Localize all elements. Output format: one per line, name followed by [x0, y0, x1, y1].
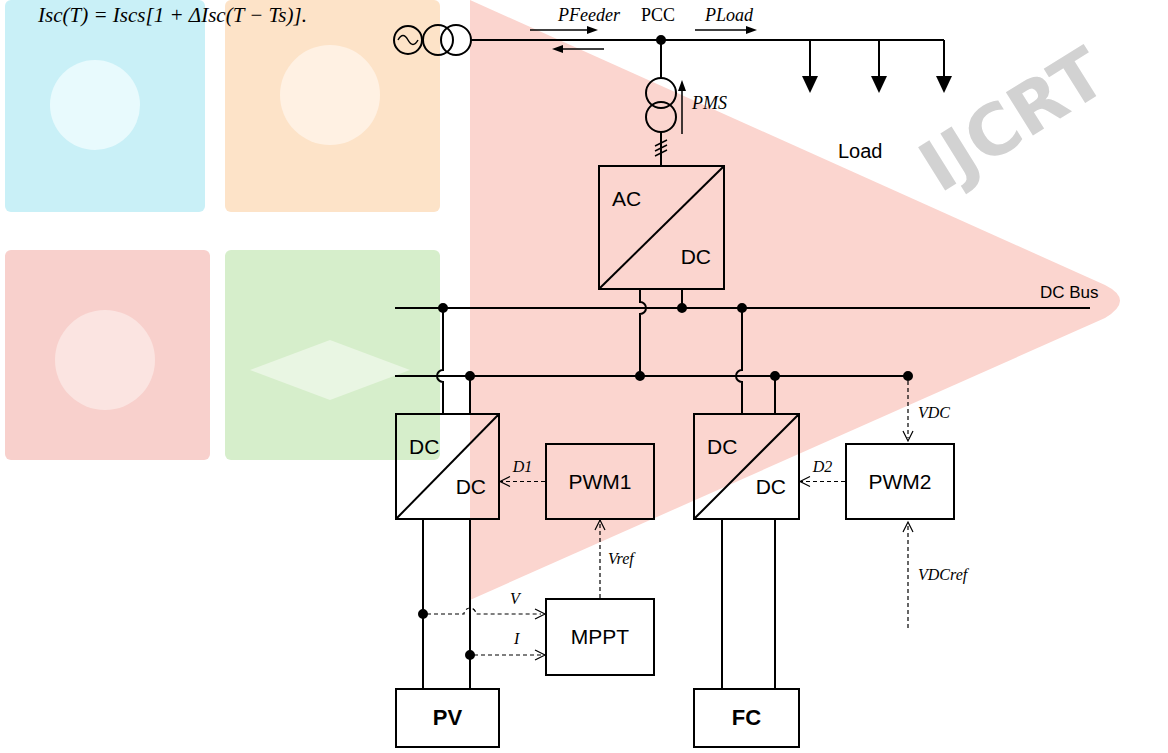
control-box: PWM1 — [545, 443, 655, 520]
equation: Isc(T) = Iscs[1 + ΔIsc(T − Ts)]. — [38, 4, 307, 27]
control-box: MPPT — [545, 598, 655, 676]
signal-name: V — [510, 590, 520, 608]
signal-name: Vref — [608, 550, 634, 568]
watermark-text: IJCRT — [907, 34, 1119, 206]
power-label: PFeeder — [558, 6, 620, 26]
box-label: PV — [433, 706, 462, 730]
diagonal-line — [695, 415, 798, 518]
converter-box: DC DC — [395, 413, 500, 520]
converter-box: DC DC — [693, 413, 800, 520]
box-label: DC — [681, 245, 711, 268]
signal-name: VDCref — [918, 566, 967, 584]
signal-arrow — [800, 477, 845, 487]
signal-name: I — [514, 630, 519, 648]
box-label: DC — [756, 475, 786, 498]
box-label: DC — [707, 435, 737, 458]
box-content: PWM2 — [869, 470, 932, 493]
box-label: FC — [732, 706, 761, 730]
box-content: PV — [433, 706, 462, 730]
box-content: PWM1 — [569, 470, 632, 493]
bus-label: DC Bus — [1040, 284, 1099, 303]
power-label: PLoad — [705, 6, 753, 26]
box-label: PWM2 — [869, 470, 932, 493]
diagonal-line — [397, 415, 498, 518]
power-label: PMS — [692, 94, 727, 114]
control-box: PWM2 — [845, 443, 955, 520]
box-label: MPPT — [571, 625, 629, 648]
box-label: PWM1 — [569, 470, 632, 493]
diagonal-line — [600, 167, 723, 288]
node-label: PCC — [641, 6, 675, 26]
source-box: PV — [395, 688, 500, 748]
box-label: DC — [409, 435, 439, 458]
signal-name: VDC — [918, 404, 950, 422]
load-label: Load — [838, 140, 883, 162]
power-wire — [423, 520, 470, 688]
power-wire — [722, 520, 775, 688]
signal-arrow — [500, 477, 545, 487]
signal-arrow — [595, 520, 605, 598]
box-label: DC — [456, 475, 486, 498]
box-label: AC — [612, 187, 641, 210]
box-content: MPPT — [571, 625, 629, 648]
signal-name: D1 — [513, 458, 533, 476]
source-box: FC — [693, 688, 800, 748]
signal-name: D2 — [813, 458, 833, 476]
box-content: FC — [732, 706, 761, 730]
converter-box: AC DC — [598, 165, 725, 290]
